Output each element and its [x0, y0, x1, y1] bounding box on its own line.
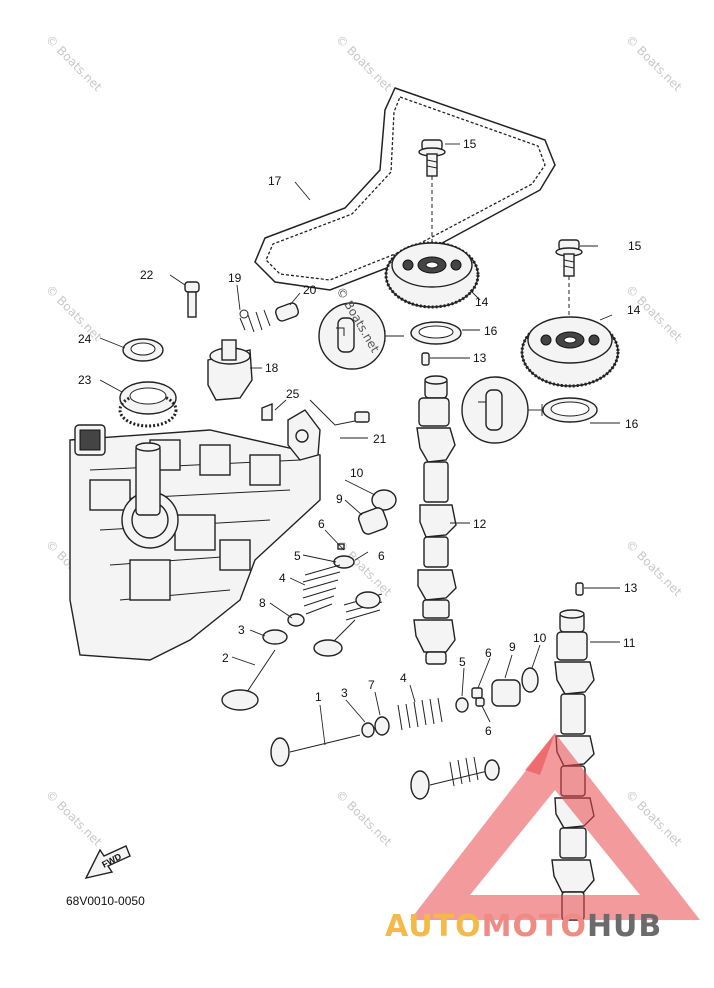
callout-25: 25 [286, 387, 300, 401]
callout-4: 4 [279, 571, 286, 585]
watermark: © Boats.net [623, 32, 685, 94]
callout-17: 17 [268, 174, 282, 188]
valve-train-lower [270, 667, 539, 800]
fwd-arrow: FWD [84, 845, 131, 880]
callout-5: 5 [294, 549, 301, 563]
callout-3: 3 [341, 686, 348, 700]
callout-20: 20 [303, 283, 317, 297]
svg-text:AUTOMOTOHUB: AUTOMOTOHUB [385, 909, 662, 944]
callouts: 1 2 3 3 4 4 5 5 6 6 6 6 7 8 9 9 10 10 11… [78, 137, 642, 738]
watermark: © Boats.net [43, 787, 105, 849]
tensioner-assembly [184, 281, 370, 461]
dowel-pin-right [575, 582, 584, 596]
dowel-pin-upper [421, 352, 430, 366]
callout-6: 6 [378, 549, 385, 563]
automotohub-logo: AUTOMOTOHUB [385, 733, 700, 944]
logo-part-auto: AUTO [385, 909, 482, 944]
sprocket-upper [384, 241, 480, 309]
callout-13: 13 [624, 581, 638, 595]
callout-14: 14 [475, 295, 489, 309]
callout-4: 4 [400, 671, 407, 685]
leader-lines [99, 143, 620, 746]
callout-18: 18 [265, 361, 279, 375]
callout-16: 16 [625, 417, 639, 431]
callout-1: 1 [315, 690, 322, 704]
callout-24: 24 [78, 332, 92, 346]
watermark: © Boats.net [333, 787, 395, 849]
callout-6: 6 [485, 724, 492, 738]
callout-22: 22 [140, 268, 154, 282]
callout-15: 15 [628, 239, 642, 253]
callout-3: 3 [238, 623, 245, 637]
diagram-code: 68V0010-0050 [66, 894, 145, 908]
watermark: © Boats.net [43, 32, 105, 94]
logo-triangle [410, 733, 700, 920]
callout-23: 23 [78, 373, 92, 387]
callout-10: 10 [350, 466, 364, 480]
watermark: © Boats.net [333, 32, 395, 94]
callout-15: 15 [463, 137, 477, 151]
logo-part-moto: MOTO [482, 909, 587, 944]
sprocket-right [520, 316, 620, 388]
watermark: © Boats.net [43, 282, 105, 344]
callout-6: 6 [485, 646, 492, 660]
callout-9: 9 [509, 640, 516, 654]
drive-gear [118, 338, 178, 516]
callout-21: 21 [373, 432, 387, 446]
bolt-upper [418, 139, 446, 250]
callout-9: 9 [336, 492, 343, 506]
callout-10: 10 [533, 631, 547, 645]
callout-6: 6 [318, 517, 325, 531]
callout-12: 12 [473, 517, 487, 531]
callout-11: 11 [623, 636, 636, 650]
callout-5: 5 [459, 655, 466, 669]
callout-19: 19 [228, 271, 242, 285]
seal-detail-right [461, 376, 598, 444]
bolt-right [555, 239, 583, 320]
cylinder-head [69, 424, 321, 661]
camshaft-intake [413, 375, 457, 665]
logo-part-hub: HUB [587, 909, 662, 944]
seal-detail-upper: © Boats.net [318, 285, 462, 370]
callout-14: 14 [627, 303, 641, 317]
callout-2: 2 [222, 651, 229, 665]
callout-8: 8 [259, 596, 266, 610]
callout-13: 13 [473, 351, 487, 365]
timing-belt [254, 87, 556, 291]
callout-7: 7 [368, 678, 375, 692]
callout-16: 16 [484, 324, 498, 338]
